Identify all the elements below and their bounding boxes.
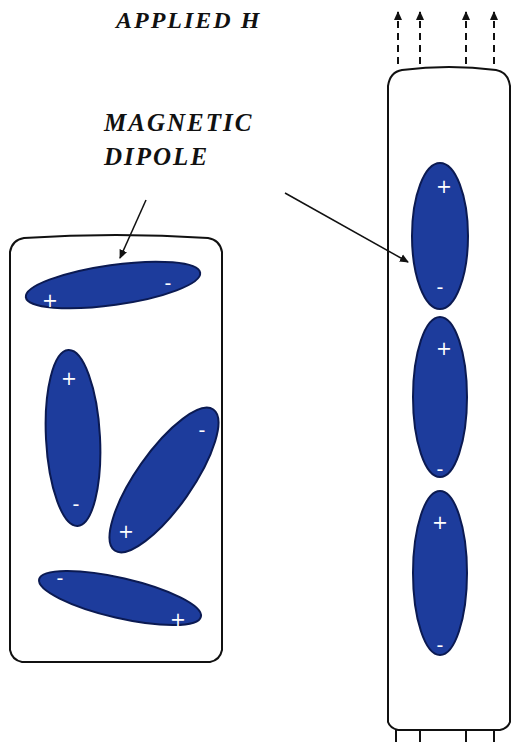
minus-sign: - [73, 495, 80, 514]
minus-sign: - [437, 460, 444, 479]
minus-sign: - [199, 421, 206, 440]
magnetic-dipole: +- [356, 313, 524, 481]
field-arrows [398, 12, 494, 64]
minus-sign: - [165, 274, 172, 293]
magnetic-dipole: -+ [33, 511, 207, 685]
plus-sign: + [436, 339, 452, 358]
field-label: APPLIED H [116, 4, 386, 36]
magnetic-dipole: +- [354, 487, 525, 659]
plus-sign: + [170, 610, 186, 629]
leader-lines [120, 193, 408, 262]
plus-sign: + [432, 513, 448, 532]
dipole-label: MAGNETIC DIPOLE [104, 106, 319, 174]
plus-sign: + [436, 177, 452, 196]
magnetic-dipole: -+ [74, 390, 254, 570]
magnetized-rod [388, 67, 510, 730]
plus-sign: + [118, 522, 134, 541]
minus-sign: - [437, 278, 444, 297]
bottom-ticks [396, 730, 494, 742]
minus-sign: - [437, 636, 444, 655]
magnetic-dipole: +- [363, 159, 517, 313]
plus-sign: + [42, 291, 58, 310]
dipole-ellipse [33, 511, 207, 685]
dipole-ellipse [74, 390, 254, 570]
dipole-ellipse [21, 193, 205, 377]
minus-sign: - [57, 569, 64, 588]
plus-sign: + [61, 369, 77, 388]
magnetic-dipole: +- [21, 193, 205, 377]
